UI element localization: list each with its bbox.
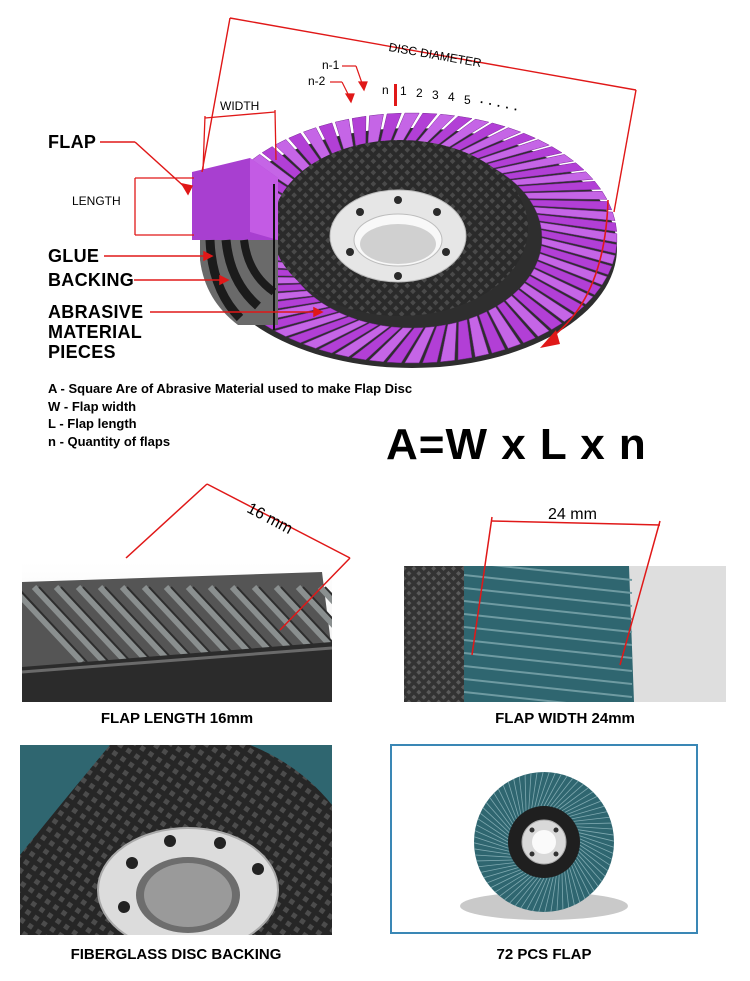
label-backing: BACKING — [48, 270, 135, 290]
flap-segment — [534, 260, 602, 296]
flap-segment — [533, 206, 616, 221]
flap-segment — [478, 311, 506, 354]
flap-segment — [530, 268, 594, 305]
caption-flap-width: FLAP WIDTH 24mm — [495, 710, 635, 727]
length-dimension — [134, 177, 194, 236]
disc-diameter-dimension — [201, 17, 637, 341]
flap-segment — [457, 319, 473, 361]
label-count-5: 5 — [464, 93, 471, 107]
legend: A - Square Are of Abrasive Material used… — [48, 380, 412, 450]
caption-flap-length: FLAP LENGTH 16mm — [100, 710, 254, 727]
rotation-arrow-head — [540, 330, 560, 348]
flap-width-photo — [404, 566, 726, 702]
flap-segment — [517, 181, 602, 192]
flap-segment — [318, 322, 380, 354]
flap-segment — [334, 325, 391, 358]
width-measure-lines — [471, 516, 661, 666]
flap-disc-diagram — [100, 17, 637, 368]
flap-segment — [488, 306, 521, 349]
legend-item: W - Flap width — [48, 398, 137, 414]
flap-segment — [274, 312, 348, 337]
flap-segment — [422, 324, 446, 364]
label-glue: GLUE — [48, 246, 100, 266]
flap-segment — [512, 289, 563, 330]
label-n-minus-1: n-1 — [322, 58, 340, 72]
flap-segment — [529, 199, 613, 211]
flap-segment — [505, 295, 550, 337]
label-n-minus-2: n-2 — [308, 74, 326, 88]
flap-disc-product-frame — [390, 744, 698, 934]
legend-item: n - Quantity of flaps — [48, 433, 171, 449]
flap-segment — [494, 154, 575, 174]
area-formula: A=W x L x n — [386, 420, 647, 469]
flap-segment — [287, 316, 358, 344]
fiberglass-backing-photo — [20, 745, 332, 935]
flap-segment — [537, 253, 608, 286]
flap-segment — [503, 162, 585, 180]
label-count-2: 2 — [416, 86, 423, 100]
label-count-1: 1 — [400, 84, 407, 98]
flap-segment — [302, 319, 369, 349]
label-flap: FLAP — [48, 132, 97, 152]
flap-cutaway — [192, 158, 278, 330]
label-width: WIDTH — [220, 99, 260, 113]
flap-segment — [537, 214, 618, 232]
flap-segment — [368, 327, 413, 363]
flap-segment — [404, 326, 435, 364]
flap-segment — [468, 315, 490, 358]
flap-segment — [351, 326, 402, 361]
width-dimension — [202, 109, 277, 171]
legend-item: L - Flap length — [48, 416, 137, 431]
flap-segment — [440, 322, 457, 363]
label-pointers — [100, 141, 324, 318]
flap-segment — [510, 171, 594, 186]
flap-segment — [519, 282, 574, 322]
label-n: n — [382, 83, 389, 97]
width-measure-value: 24 mm — [548, 506, 597, 523]
flap-segment — [386, 327, 424, 364]
caption-72-pcs-flap: 72 PCS FLAP — [496, 946, 592, 963]
flap-segment — [539, 222, 618, 243]
flap-segment — [541, 229, 617, 254]
length-measure-lines — [125, 483, 351, 631]
flap-segment — [540, 245, 613, 275]
label-abrasive-material-pieces: ABRASIVE MATERIAL PIECES — [48, 302, 144, 362]
label-length: LENGTH — [72, 194, 121, 208]
flap-segment — [496, 301, 536, 344]
caption-fiberglass-backing: FIBERGLASS DISC BACKING — [70, 946, 282, 963]
flap-count-markers — [330, 65, 397, 106]
flap-segment — [524, 190, 608, 200]
flap-length-photo — [22, 562, 332, 702]
label-count-4: 4 — [448, 90, 455, 104]
flap-disc-product-photo — [460, 771, 628, 920]
legend-item: A - Square Are of Abrasive Material used… — [48, 381, 413, 396]
flap-segment — [541, 237, 616, 265]
label-count-3: 3 — [432, 88, 439, 102]
